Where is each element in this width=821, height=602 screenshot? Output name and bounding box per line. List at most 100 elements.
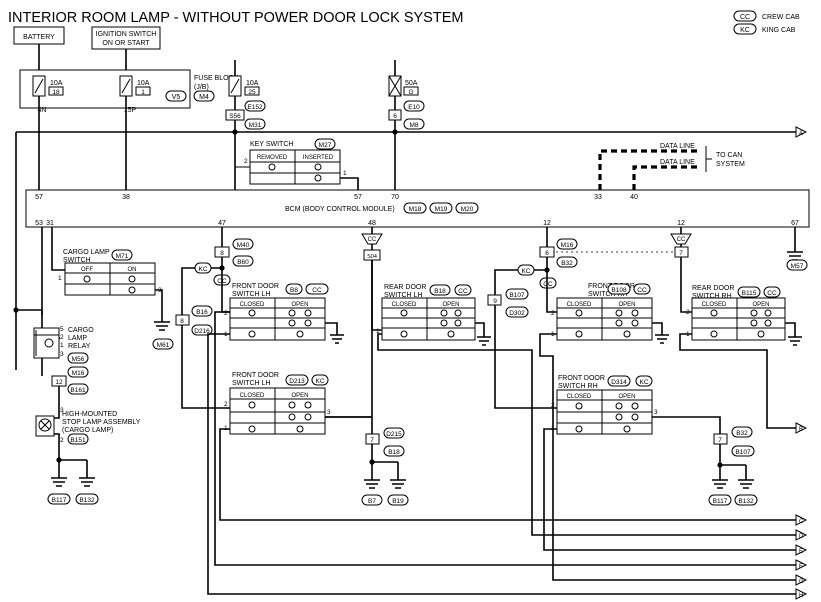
- svg-text:INSERTED: INSERTED: [303, 155, 334, 161]
- svg-text:31: 31: [46, 220, 54, 227]
- svg-text:8: 8: [220, 250, 224, 257]
- svg-text:ON: ON: [128, 267, 137, 273]
- svg-text:M31: M31: [249, 122, 262, 129]
- svg-text:B32: B32: [736, 430, 748, 437]
- data-line: DATA LINE DATA LINE TO CAN SYSTEM: [598, 143, 745, 190]
- svg-text:SWITCH RH: SWITCH RH: [558, 383, 598, 390]
- svg-text:4N: 4N: [38, 107, 47, 114]
- svg-text:CARGO: CARGO: [68, 327, 94, 334]
- svg-text:7: 7: [370, 437, 374, 444]
- front-door-switch-lh-kc: FRONT DOOR SWITCH LH D213 KC CLOSED OPEN…: [224, 372, 331, 435]
- svg-text:B16: B16: [196, 309, 208, 316]
- svg-text:REAR DOOR: REAR DOOR: [692, 285, 734, 292]
- fuse-50a: 50A G: [388, 75, 419, 97]
- svg-text:M40: M40: [237, 242, 250, 249]
- svg-text:B151: B151: [70, 437, 86, 444]
- svg-text:57: 57: [354, 194, 362, 201]
- svg-text:FRONT DOOR: FRONT DOOR: [558, 375, 605, 382]
- svg-text:D215: D215: [386, 431, 402, 438]
- svg-text:SWITCH LH: SWITCH LH: [384, 292, 423, 299]
- svg-text:2: 2: [224, 310, 228, 317]
- svg-text:E: E: [799, 549, 803, 555]
- svg-text:CC: CC: [458, 288, 468, 295]
- svg-text:KC: KC: [521, 268, 530, 275]
- svg-text:3: 3: [327, 409, 331, 416]
- svg-text:B107: B107: [509, 292, 525, 299]
- svg-text:10A: 10A: [137, 80, 150, 87]
- svg-text:V5: V5: [172, 94, 181, 101]
- rear-door-switch-lh: REAR DOOR SWITCH LH B18 CC CLOSED OPEN 1: [376, 284, 476, 341]
- svg-text:IGNITION SWITCH: IGNITION SWITCH: [96, 31, 157, 38]
- svg-text:SWITCH RH: SWITCH RH: [588, 291, 628, 298]
- ground-b117-rh: B117: [708, 479, 732, 506]
- svg-text:G: G: [408, 89, 413, 96]
- svg-text:7: 7: [679, 250, 683, 257]
- svg-text:C: C: [799, 519, 804, 525]
- svg-text:M4: M4: [199, 94, 209, 101]
- svg-text:M27: M27: [319, 142, 332, 149]
- svg-text:LAMP: LAMP: [68, 335, 87, 342]
- svg-text:CC: CC: [767, 290, 777, 297]
- svg-text:STOP LAMP ASSEMBLY: STOP LAMP ASSEMBLY: [62, 419, 141, 426]
- svg-text:CLOSED: CLOSED: [567, 394, 592, 400]
- svg-text:B: B: [799, 427, 803, 433]
- ground-b132-rh: B132: [734, 479, 758, 506]
- svg-text:KC: KC: [740, 27, 750, 34]
- fuse-25: 10A 25: [228, 75, 260, 97]
- ground-b117: B117: [47, 477, 71, 505]
- svg-text:TO CAN: TO CAN: [716, 152, 742, 159]
- svg-text:CC: CC: [677, 237, 686, 243]
- svg-text:2: 2: [244, 158, 248, 165]
- ground-b132: B132: [75, 477, 99, 505]
- key-switch: KEY SWITCH M27 REMOVED INSERTED 2 1: [244, 138, 347, 185]
- svg-text:CC: CC: [368, 237, 377, 243]
- svg-text:M16: M16: [561, 242, 574, 249]
- svg-text:E152: E152: [247, 104, 263, 111]
- svg-text:KC: KC: [315, 378, 324, 385]
- ground-b19: B19: [387, 479, 409, 506]
- svg-text:D302: D302: [509, 310, 525, 317]
- svg-text:SWITCH: SWITCH: [63, 257, 91, 264]
- svg-text:7: 7: [718, 437, 722, 444]
- svg-text:M61: M61: [157, 342, 170, 349]
- svg-text:B115: B115: [742, 290, 757, 297]
- svg-text:H: H: [799, 593, 803, 599]
- svg-text:B7: B7: [368, 498, 376, 505]
- svg-text:KEY SWITCH: KEY SWITCH: [250, 141, 293, 148]
- ground-b7: B7: [361, 479, 383, 506]
- svg-text:25: 25: [248, 89, 256, 96]
- svg-text:CLOSED: CLOSED: [567, 302, 592, 308]
- fuse-block-label: FUSE BLOCK: [194, 75, 239, 82]
- svg-text:OPEN: OPEN: [618, 394, 635, 400]
- ignition-source: IGNITION SWITCH ON OR START: [91, 26, 161, 50]
- fuse-1: 10A 1 15P: [119, 75, 151, 114]
- svg-text:3: 3: [60, 351, 64, 358]
- svg-text:M20: M20: [461, 206, 474, 213]
- svg-text:M71: M71: [116, 253, 129, 260]
- svg-text:B18: B18: [434, 288, 446, 295]
- svg-text:6: 6: [393, 113, 397, 120]
- svg-text:2: 2: [60, 334, 64, 341]
- svg-text:CREW CAB: CREW CAB: [762, 14, 800, 21]
- svg-text:M18: M18: [409, 206, 422, 213]
- svg-text:M56: M56: [72, 356, 85, 363]
- svg-text:B132: B132: [79, 497, 95, 504]
- svg-text:(CARGO LAMP): (CARGO LAMP): [62, 427, 113, 434]
- svg-text:OPEN: OPEN: [291, 302, 308, 308]
- svg-text:9: 9: [493, 298, 497, 305]
- svg-text:CLOSED: CLOSED: [240, 393, 265, 399]
- svg-text:REMOVED: REMOVED: [257, 155, 288, 161]
- svg-text:HIGH-MOUNTED: HIGH-MOUNTED: [62, 411, 117, 418]
- svg-text:D314: D314: [611, 379, 627, 386]
- svg-text:M57: M57: [791, 263, 804, 270]
- svg-text:B117: B117: [713, 498, 728, 505]
- svg-text:CC: CC: [637, 287, 647, 294]
- svg-text:KING CAB: KING CAB: [762, 27, 796, 34]
- svg-text:CLOSED: CLOSED: [240, 302, 265, 308]
- svg-text:1: 1: [376, 328, 380, 335]
- svg-text:REAR DOOR: REAR DOOR: [384, 284, 426, 291]
- svg-text:48: 48: [368, 220, 376, 227]
- svg-text:50A: 50A: [405, 80, 418, 87]
- svg-text:53: 53: [35, 220, 43, 227]
- svg-text:CC: CC: [312, 287, 322, 294]
